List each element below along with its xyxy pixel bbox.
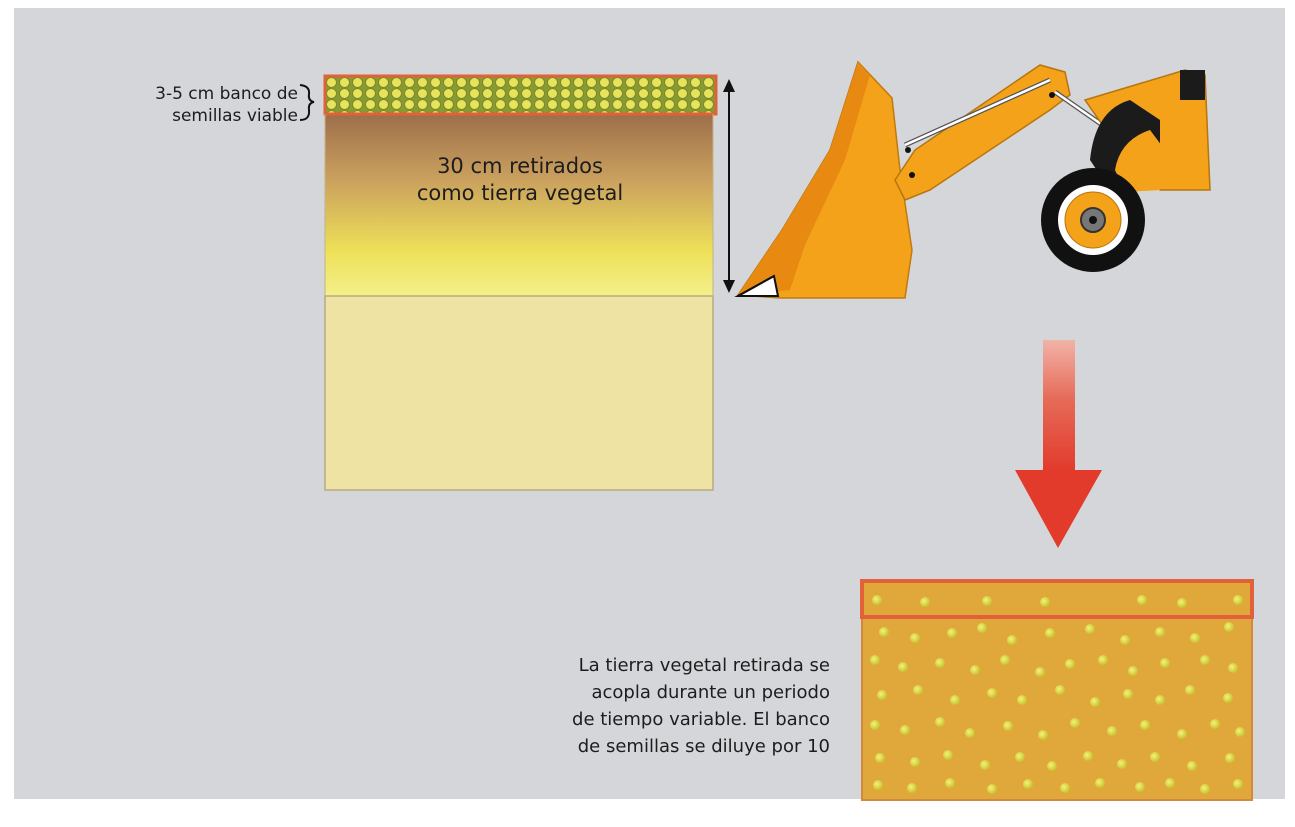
down-arrow-icon <box>1015 340 1102 548</box>
removed-label-line-2: como tierra vegetal <box>416 181 624 205</box>
bracket-icon <box>299 84 315 121</box>
caption-line-1: La tierra vegetal retirada se <box>578 655 830 676</box>
right-margin <box>1285 0 1295 827</box>
seedbank-label-line-2: semillas viable <box>172 106 298 126</box>
seedbank-label-line-1: 3-5 cm banco de <box>155 84 298 104</box>
soil-profile <box>323 74 718 491</box>
double-arrow-icon <box>723 79 735 293</box>
topsoil-layer <box>325 114 713 296</box>
top-margin <box>0 0 1295 8</box>
caption-line-4: de semillas se diluye por 10 <box>577 736 830 757</box>
stockpile-box <box>860 579 1254 801</box>
left-margin <box>0 0 14 827</box>
caption-line-3: de tiempo variable. El banco <box>572 709 830 730</box>
bottom-margin <box>0 799 1295 827</box>
seedbank-label: 3-5 cm banco de semillas viable <box>20 83 298 127</box>
seed-dots <box>870 595 1245 794</box>
removed-topsoil-label: 30 cm retirados como tierra vegetal <box>375 153 665 207</box>
loader-icon <box>734 60 1211 299</box>
stockpile-caption: La tierra vegetal retirada se acopla dur… <box>470 652 830 760</box>
seedbank-layer <box>323 74 718 116</box>
removed-label-line-1: 30 cm retirados <box>437 154 603 178</box>
subsoil-layer <box>324 295 714 491</box>
caption-line-2: acopla durante un periodo <box>591 682 830 703</box>
